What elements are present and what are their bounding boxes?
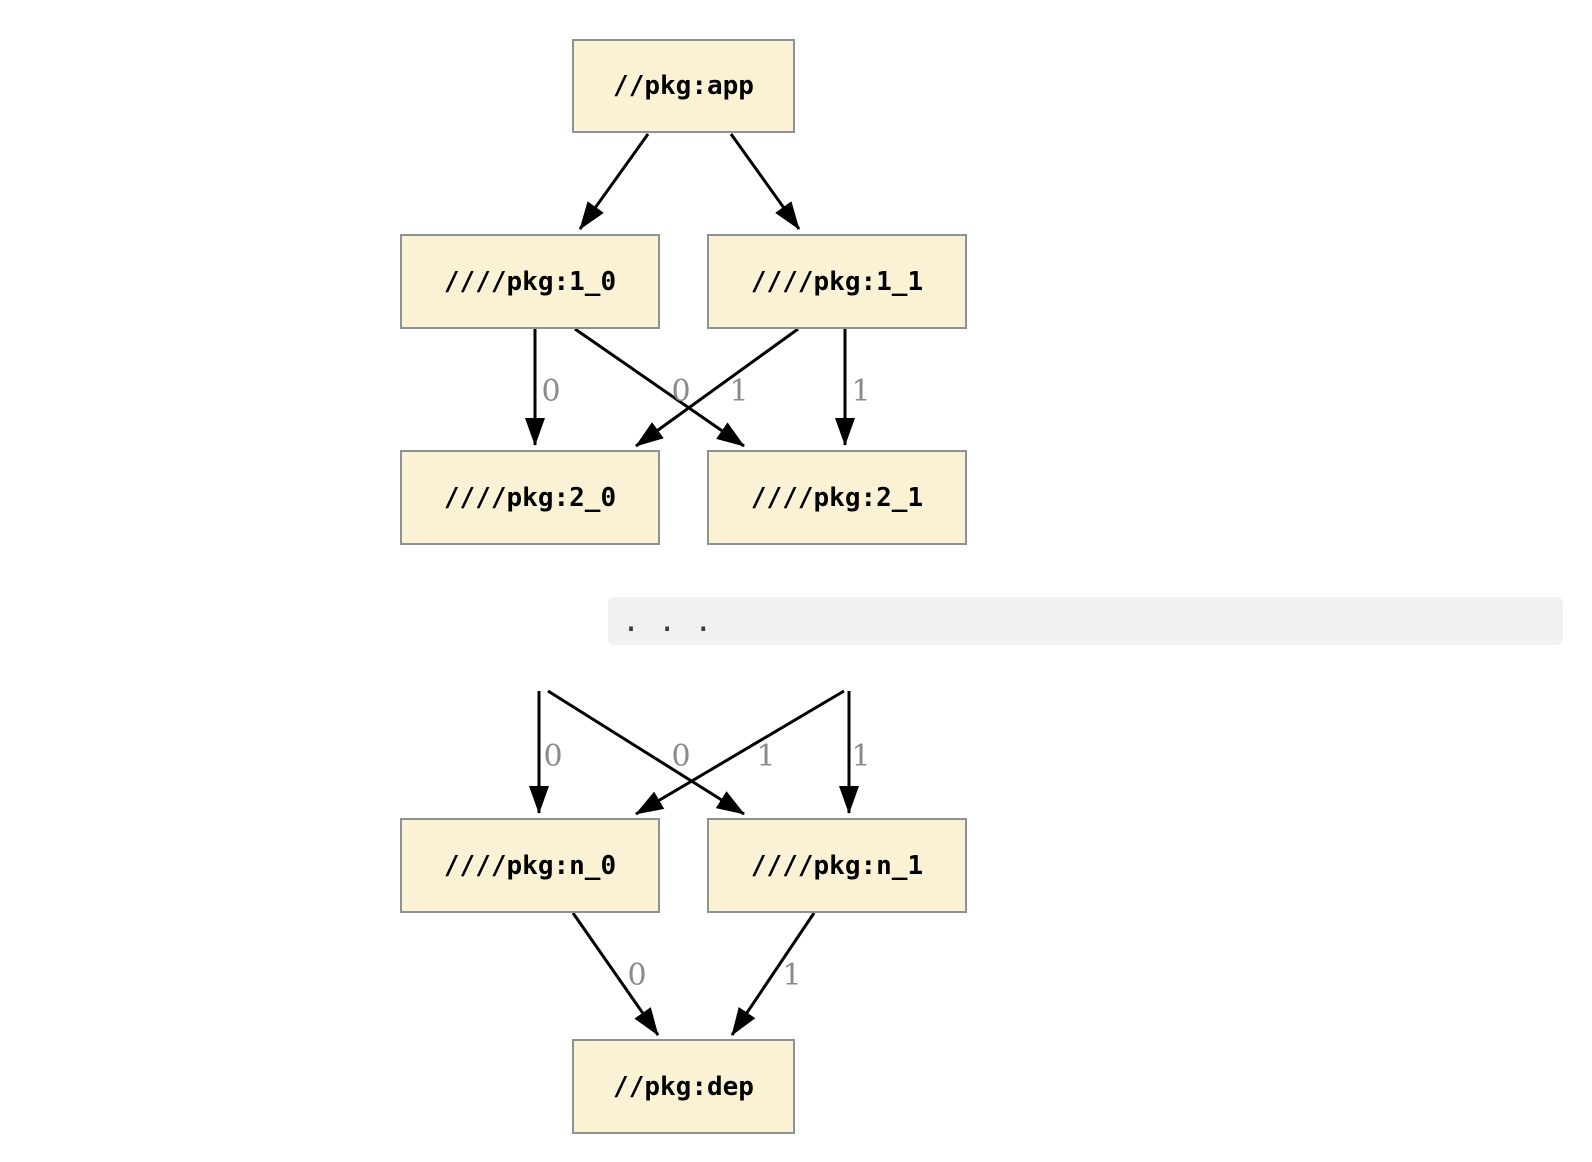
edge-ellipsis-left-to-n_1 bbox=[547, 689, 745, 816]
edge-label-el-n_1: 1 bbox=[756, 739, 776, 774]
node-pkg-1_0: ////pkg:1_0 bbox=[400, 234, 660, 329]
node-pkg-1_1: ////pkg:1_1 bbox=[707, 234, 967, 329]
edge-1_0-to-2_1 bbox=[574, 327, 745, 448]
edge-label-er-n_1: 1 bbox=[851, 739, 871, 774]
node-pkg-n_0-label: ////pkg:n_0 bbox=[443, 850, 617, 881]
node-pkg-2_0: ////pkg:2_0 bbox=[400, 450, 660, 545]
edge-label-1_1-2_1: 1 bbox=[851, 374, 871, 409]
node-pkg-dep: //pkg:dep bbox=[572, 1039, 795, 1134]
edge-app-to-1_0 bbox=[578, 133, 650, 230]
edge-label-1_1-2_0: 0 bbox=[671, 374, 691, 409]
node-pkg-1_1-label: ////pkg:1_1 bbox=[750, 266, 924, 297]
edge-app-to-1_1 bbox=[729, 133, 801, 230]
edge-n_0-to-dep bbox=[571, 912, 660, 1036]
edge-label-1_0-2_1: 1 bbox=[729, 374, 749, 409]
edge-label-n_0-dep: 0 bbox=[627, 958, 647, 993]
node-pkg-n_1: ////pkg:n_1 bbox=[707, 818, 967, 913]
node-pkg-1_0-label: ////pkg:1_0 bbox=[443, 266, 617, 297]
edge-label-el-n_0: 0 bbox=[543, 739, 563, 774]
edge-ellipsis-right-to-n_0 bbox=[635, 689, 845, 816]
edge-label-n_1-dep: 1 bbox=[782, 958, 802, 993]
node-pkg-app: //pkg:app bbox=[572, 39, 795, 133]
ellipsis-text: . . . bbox=[622, 603, 713, 639]
node-pkg-app-label: //pkg:app bbox=[613, 71, 754, 101]
node-pkg-dep-label: //pkg:dep bbox=[613, 1071, 754, 1102]
node-pkg-2_1: ////pkg:2_1 bbox=[707, 450, 967, 545]
node-pkg-n_1-label: ////pkg:n_1 bbox=[750, 850, 924, 881]
edge-1_1-to-2_0 bbox=[635, 327, 799, 448]
node-pkg-2_1-label: ////pkg:2_1 bbox=[750, 482, 924, 513]
edge-n_1-to-dep bbox=[730, 912, 816, 1036]
edge-label-1_0-2_0: 0 bbox=[541, 374, 561, 409]
node-pkg-2_0-label: ////pkg:2_0 bbox=[443, 482, 617, 513]
ellipsis-bar: . . . bbox=[608, 597, 1563, 645]
node-pkg-n_0: ////pkg:n_0 bbox=[400, 818, 660, 913]
edge-label-er-n_0: 0 bbox=[671, 739, 691, 774]
